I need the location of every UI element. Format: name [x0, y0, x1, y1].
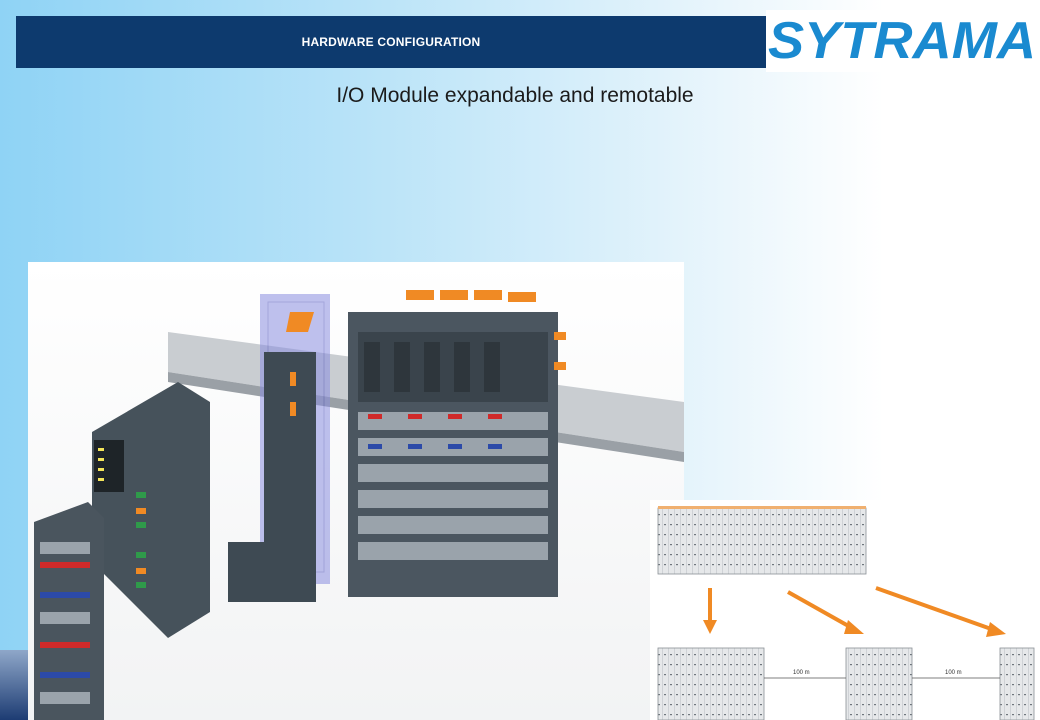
- arrow-remote-1: [787, 590, 853, 630]
- remote-station-2: [999, 647, 1035, 720]
- remote-station-1: [845, 647, 913, 720]
- logo: SYTRAMA: [766, 10, 1040, 72]
- io-module-photo: [28, 262, 684, 720]
- remote-expansion-diagram: 100 m 100 m: [650, 500, 1040, 720]
- distance-label-1: 100 m: [793, 670, 810, 676]
- header-title: HARDWARE CONFIGURATION: [301, 35, 481, 49]
- terminal-block: [34, 502, 104, 720]
- expansion-station: [657, 647, 765, 720]
- main-station: [657, 506, 867, 575]
- arrow-remote-2: [875, 586, 995, 632]
- bus-base-module: [228, 312, 316, 602]
- distance-label-2: 100 m: [945, 670, 962, 676]
- left-accent-bar: [0, 650, 28, 720]
- slide-title: I/O Module expandable and remotable: [336, 84, 694, 107]
- electronic-module: [92, 382, 210, 638]
- module-stack: [348, 290, 566, 597]
- header-bar: HARDWARE CONFIGURATION: [16, 16, 766, 68]
- logo-text: SYTRAMA: [768, 12, 1036, 70]
